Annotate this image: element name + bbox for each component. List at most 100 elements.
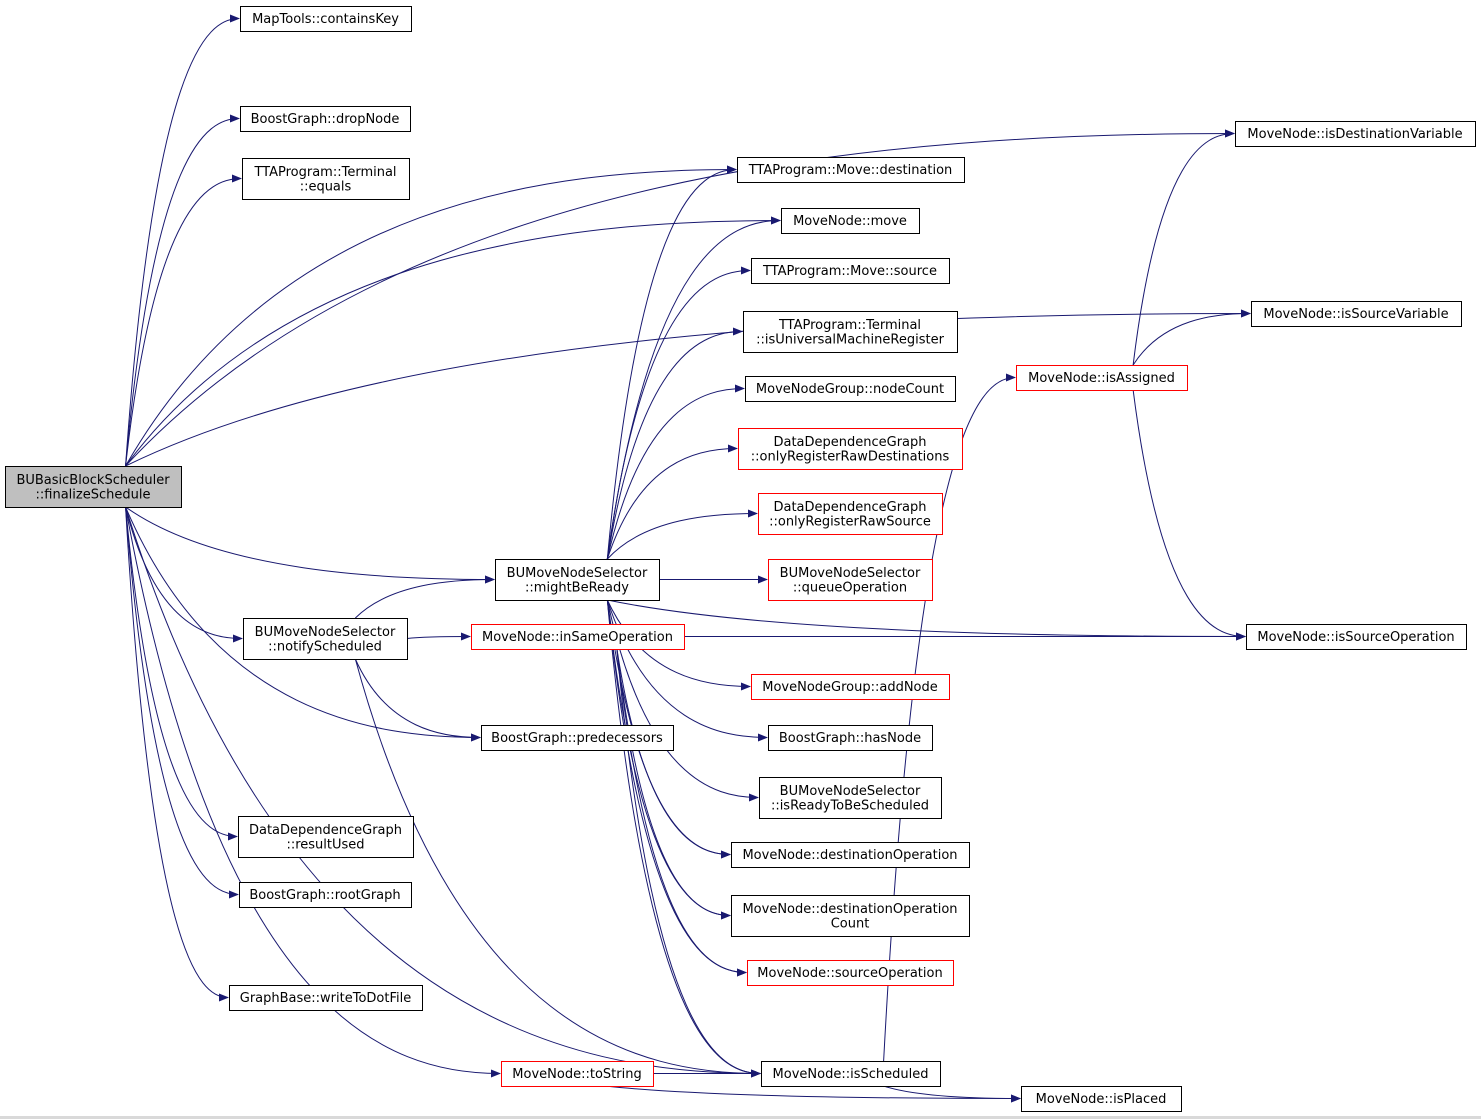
- node-isSourceVariable[interactable]: MoveNode::isSourceVariable: [1251, 301, 1462, 327]
- node-label: DataDependenceGraph: [249, 823, 402, 838]
- edge-root-to-toString: [125, 506, 501, 1078]
- node-addNode[interactable]: MoveNodeGroup::addNode: [751, 674, 950, 700]
- node-label: ::resultUsed: [286, 837, 364, 852]
- edge-mightBeReady-to-isSourceOperation: [607, 599, 1246, 641]
- node-termEquals[interactable]: TTAProgram::Terminal::equals: [242, 158, 410, 200]
- edge-notifyScheduled-to-isScheduled: [354, 658, 761, 1078]
- node-box: [1251, 301, 1462, 327]
- node-label: BoostGraph::rootGraph: [249, 888, 400, 903]
- edge-isScheduled-to-isAssigned: [883, 373, 1016, 1062]
- node-notifyScheduled[interactable]: BUMoveNodeSelector::notifyScheduled: [243, 618, 408, 660]
- node-moveNodeMove[interactable]: MoveNode::move: [781, 208, 920, 234]
- node-label: Count: [831, 916, 870, 931]
- node-label: ::onlyRegisterRawSource: [769, 514, 931, 529]
- edge-isAssigned-to-isSourceVariable: [1132, 309, 1251, 366]
- edge-root-to-writeToDotFile: [125, 506, 229, 1002]
- node-dropNode[interactable]: BoostGraph::dropNode: [240, 106, 411, 132]
- node-label: MoveNode::toString: [512, 1067, 641, 1082]
- edge-root-to-dropNode: [125, 114, 240, 467]
- node-label: BUMoveNodeSelector: [780, 566, 921, 581]
- edge-root-to-isScheduled: [125, 506, 761, 1078]
- edge-root-to-moveDestination: [125, 165, 737, 467]
- edge-inSameOperation-to-destinationOperation: [616, 648, 731, 859]
- node-box: [781, 208, 920, 234]
- edge-root-to-predecessors: [125, 506, 481, 742]
- edge-root-to-moveNodeMove: [125, 216, 781, 467]
- node-rootGraph[interactable]: BoostGraph::rootGraph: [239, 882, 412, 908]
- node-isDestinationVariable[interactable]: MoveNode::isDestinationVariable: [1235, 121, 1476, 147]
- node-root[interactable]: BUBasicBlockScheduler::finalizeSchedule: [5, 466, 182, 508]
- node-label: ::queueOperation: [793, 580, 907, 595]
- node-box: [768, 725, 933, 751]
- node-box: [242, 158, 410, 200]
- node-box: [751, 674, 950, 700]
- node-sourceOperation[interactable]: MoveNode::sourceOperation: [747, 960, 954, 986]
- node-isScheduled[interactable]: MoveNode::isScheduled: [761, 1061, 941, 1087]
- node-label: MoveNode::isSourceVariable: [1263, 307, 1448, 322]
- edge-root-to-rootGraph: [125, 506, 239, 899]
- edge-notifyScheduled-to-mightBeReady: [354, 575, 495, 619]
- node-box: [240, 6, 412, 32]
- edge-mightBeReady-to-moveSource: [606, 266, 751, 560]
- node-label: BUMoveNodeSelector: [255, 625, 396, 640]
- edge-isScheduled-to-isPlaced: [883, 1085, 1021, 1103]
- node-predecessors[interactable]: BoostGraph::predecessors: [481, 725, 674, 751]
- node-resultUsed[interactable]: DataDependenceGraph::resultUsed: [238, 816, 414, 858]
- node-label: MoveNode::destinationOperation: [742, 848, 957, 863]
- node-moveSource[interactable]: TTAProgram::Move::source: [751, 258, 950, 284]
- node-onlyRegisterRawDestinations[interactable]: DataDependenceGraph::onlyRegisterRawDest…: [738, 428, 963, 470]
- node-writeToDotFile[interactable]: GraphBase::writeToDotFile: [229, 985, 423, 1011]
- node-isAssigned[interactable]: MoveNode::isAssigned: [1016, 365, 1188, 391]
- node-label: MoveNode::inSameOperation: [482, 630, 673, 645]
- node-label: MoveNode::sourceOperation: [757, 966, 942, 981]
- node-inSameOperation[interactable]: MoveNode::inSameOperation: [471, 624, 685, 650]
- node-label: MoveNode::isDestinationVariable: [1247, 127, 1462, 142]
- node-hasNode[interactable]: BoostGraph::hasNode: [768, 725, 933, 751]
- node-mightBeReady[interactable]: BUMoveNodeSelector::mightBeReady: [495, 559, 660, 601]
- node-label: TTAProgram::Terminal: [253, 165, 396, 180]
- node-isUniversalMachineRegister[interactable]: TTAProgram::Terminal::isUniversalMachine…: [743, 311, 958, 353]
- edge-mightBeReady-to-onlyRegisterRawDestinations: [606, 444, 738, 560]
- node-label: DataDependenceGraph: [773, 435, 926, 450]
- node-label: TTAProgram::Move::source: [762, 264, 937, 279]
- edge-toString-to-isPlaced: [605, 1085, 1021, 1103]
- node-label: MoveNode::isAssigned: [1028, 371, 1175, 386]
- node-box: [481, 725, 674, 751]
- node-box: [751, 258, 950, 284]
- node-box: [1246, 624, 1467, 650]
- edge-mightBeReady-to-isReadyToBeScheduled: [606, 599, 759, 802]
- edges-layer: [125, 14, 1251, 1103]
- node-onlyRegisterRawSource[interactable]: DataDependenceGraph::onlyRegisterRawSour…: [758, 493, 943, 535]
- node-isPlaced[interactable]: MoveNode::isPlaced: [1021, 1086, 1182, 1112]
- node-label: BoostGraph::predecessors: [491, 731, 663, 746]
- node-box: [743, 311, 958, 353]
- node-isReadyToBeScheduled[interactable]: BUMoveNodeSelector::isReadyToBeScheduled: [759, 777, 942, 819]
- node-box: [738, 428, 963, 470]
- node-containsKey[interactable]: MapTools::containsKey: [240, 6, 412, 32]
- node-toString[interactable]: MoveNode::toString: [501, 1061, 654, 1087]
- edge-root-to-isSourceVariable: [125, 309, 1251, 467]
- nodes-layer: BUBasicBlockScheduler::finalizeScheduleM…: [5, 6, 1476, 1112]
- node-label: ::isUniversalMachineRegister: [756, 332, 944, 347]
- node-box: [745, 376, 956, 402]
- edge-root-to-resultUsed: [125, 506, 238, 841]
- edge-mightBeReady-to-moveDestination: [606, 165, 737, 560]
- node-nodeCount[interactable]: MoveNodeGroup::nodeCount: [745, 376, 956, 402]
- node-label: MoveNode::isPlaced: [1036, 1092, 1167, 1107]
- node-label: MoveNodeGroup::nodeCount: [756, 382, 944, 397]
- node-label: ::isReadyToBeScheduled: [771, 798, 929, 813]
- node-box: [768, 559, 933, 601]
- edge-root-to-containsKey: [125, 14, 240, 467]
- node-isSourceOperation[interactable]: MoveNode::isSourceOperation: [1246, 624, 1467, 650]
- node-label: ::equals: [300, 179, 352, 194]
- node-box: [731, 895, 970, 937]
- node-label: ::onlyRegisterRawDestinations: [751, 449, 950, 464]
- node-label: ::finalizeSchedule: [36, 487, 151, 502]
- edge-isAssigned-to-isDestinationVariable: [1132, 129, 1235, 366]
- node-moveDestination[interactable]: TTAProgram::Move::destination: [737, 157, 965, 183]
- node-destinationOperation[interactable]: MoveNode::destinationOperation: [731, 842, 970, 868]
- edge-mightBeReady-to-nodeCount: [606, 384, 745, 560]
- node-queueOperation[interactable]: BUMoveNodeSelector::queueOperation: [768, 559, 933, 601]
